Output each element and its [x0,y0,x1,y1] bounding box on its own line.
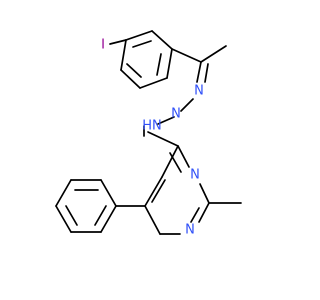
bond [156,53,162,76]
iodine-atom-label: I [101,38,105,53]
bond [139,77,168,89]
bond [161,145,179,178]
bond [204,63,209,83]
bond [65,205,78,226]
bond [132,40,152,48]
bond [190,207,200,223]
bond [120,39,127,71]
bond [177,145,190,168]
bond [169,152,182,173]
molecule-canvas: I N N HN N N [55,30,242,238]
bond [147,131,179,147]
bond [120,69,141,89]
bond [125,30,153,41]
bond [144,176,163,207]
bond [144,205,161,235]
bond [151,30,173,50]
bond [109,39,127,45]
bond [180,98,194,112]
bond [55,179,72,207]
molecule-structure: I N N HN N N [55,30,242,238]
nh-group-label: HN [142,119,162,134]
bond [199,183,210,204]
bond [100,205,117,233]
bond [94,205,107,226]
bonds [55,30,242,235]
hydrazine-nitrogen-label: N [171,107,181,122]
pyrimidine-nitrogen-1-label: N [185,223,195,238]
bond [166,48,173,79]
bond [157,116,175,125]
bond [198,202,210,223]
bond [100,179,117,207]
bond [55,205,72,233]
atom-labels: I N N HN N N [101,38,204,238]
bond [171,48,202,63]
bond [200,45,227,63]
bond [151,179,166,203]
pyrimidine-nitrogen-3-label: N [190,168,200,183]
hydrazone-nitrogen-label: N [194,84,204,99]
bond [126,63,142,78]
bond [196,61,202,83]
